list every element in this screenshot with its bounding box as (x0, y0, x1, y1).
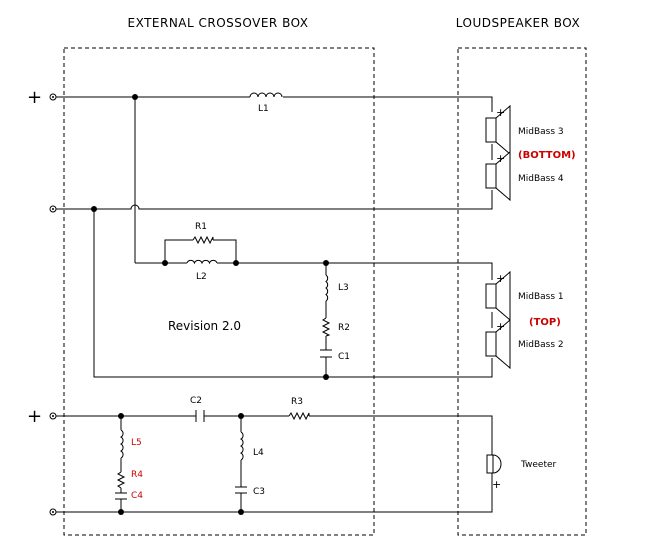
resistor-R3-symbol (288, 411, 310, 421)
label-C2: C2 (190, 396, 202, 406)
speaker-midbass3-icon (485, 104, 511, 156)
label-R4: R4 (131, 470, 143, 480)
inductor-L3-symbol (325, 274, 329, 302)
label-tweeter: Tweeter (520, 460, 557, 470)
tweeter-wiring (56, 415, 493, 513)
label-midbass3: MidBass 3 (518, 127, 564, 137)
resistor-R2-symbol (321, 317, 331, 337)
speaker-tweeter-icon (486, 454, 502, 474)
midbass-wiring (56, 96, 493, 378)
speaker-midbass2-icon (485, 318, 511, 370)
inductor-L5-symbol (119, 429, 124, 459)
capacitor-C4-symbol (115, 492, 127, 500)
resistor-R1-symbol (192, 235, 214, 245)
label-C4: C4 (131, 491, 143, 501)
plus-sign-bottom: + (27, 406, 42, 427)
input-terminal-tweeter-minus (49, 508, 57, 516)
polarity-midbass1: + (496, 272, 505, 285)
label-R2: R2 (338, 323, 350, 333)
input-terminal-midbass-minus (49, 205, 57, 213)
capacitor-C1-symbol (320, 349, 332, 358)
group-label-top: (TOP) (529, 317, 561, 328)
label-midbass2: MidBass 2 (518, 340, 564, 350)
label-L3: L3 (338, 283, 349, 293)
capacitor-C3-symbol (235, 486, 247, 494)
label-midbass4: MidBass 4 (518, 174, 564, 184)
crossover-box-title: EXTERNAL CROSSOVER BOX (127, 16, 308, 30)
input-terminal-tweeter-plus (49, 412, 57, 420)
inductor-L4-symbol (239, 431, 244, 461)
label-C3: C3 (253, 487, 265, 497)
label-midbass1: MidBass 1 (518, 292, 564, 302)
capacitor-C2-symbol (195, 410, 205, 422)
speaker-midbass4-icon (485, 150, 511, 202)
polarity-midbass2: + (496, 320, 505, 333)
polarity-tweeter: + (492, 478, 501, 491)
label-L4: L4 (253, 448, 264, 458)
junction-dots-tweeter (118, 413, 244, 515)
input-terminal-midbass-plus (49, 93, 57, 101)
speaker-box-outline (457, 47, 587, 536)
label-C1: C1 (338, 352, 350, 362)
plus-sign-top: + (27, 87, 42, 108)
label-L5: L5 (131, 438, 142, 448)
polarity-midbass4: + (496, 152, 505, 165)
group-label-bottom: (BOTTOM) (518, 150, 576, 161)
label-L2: L2 (196, 272, 207, 282)
label-R3: R3 (291, 397, 303, 407)
inductor-L1-symbol (249, 92, 283, 98)
resistor-R4-symbol (116, 471, 126, 489)
junction-dots-midbass (91, 94, 329, 380)
crossover-box-outline (63, 47, 375, 536)
revision-label: Revision 2.0 (168, 319, 241, 333)
label-L1: L1 (258, 104, 269, 114)
inductor-L2-symbol (186, 259, 218, 265)
label-R1: R1 (195, 222, 207, 232)
polarity-midbass3: + (496, 106, 505, 119)
speaker-box-title: LOUDSPEAKER BOX (456, 16, 580, 30)
